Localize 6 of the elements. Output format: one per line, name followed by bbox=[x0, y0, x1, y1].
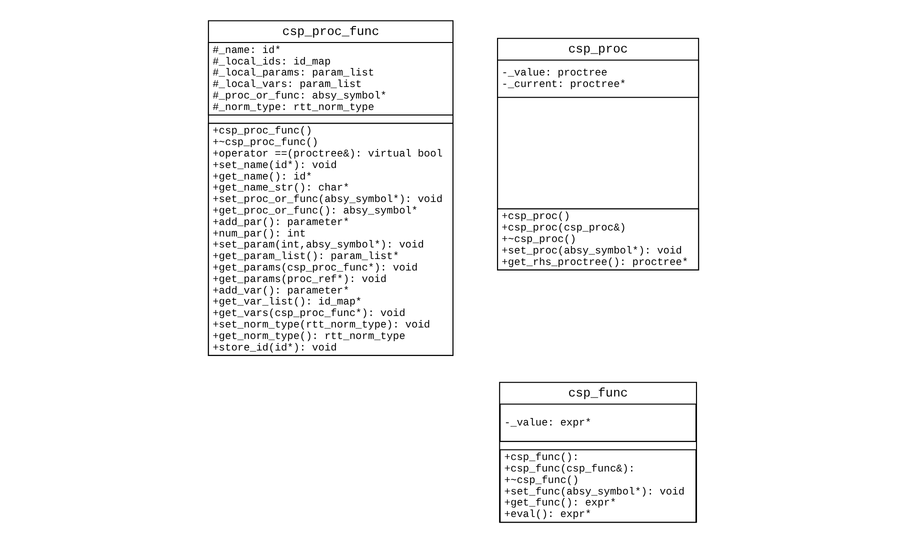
node-box: -_value: proctree -_current: proctree* bbox=[496, 60, 699, 98]
node-box: +csp_proc_func() +~csp_proc_func() +operator ==(proctree&): virtual bool +set_name(id*): void +get_name(): id* +get_name_str(): char* +set_proc_or_func(absy_symbol*): void +get_proc_or_func(): absy_symbol* +add_par(): parameter* +num_par(): int +set_param(int,absy_symbol*): void +get_param_list(): param_list* +get_params(csp_proc_func*): void +get_params(proc_ref*): void +add_var(): parameter* +get_var_list(): id_map* +get_vars(csp_proc_func*): void +set_norm_type(rtt_norm_type): void +get_norm_type(): rtt_norm_type +store_id(id*): void bbox=[207, 122, 453, 356]
node-box: +csp_func(): +csp_func(csp_func&): +~csp_func() +set_func(absy_symbol*): void +get_func(): expr* +eval(): expr* bbox=[499, 449, 696, 523]
node-box: -_value: expr* bbox=[499, 404, 696, 442]
node-box: #_name: id* #_local_ids: id_map #_local_params: param_list #_local_vars: param_list #_proc_or_func: absy_symbol* #_norm_type: rtt_norm_type bbox=[207, 42, 453, 116]
node-box: +csp_proc() +csp_proc(csp_proc&) +~csp_proc() +set_proc(absy_symbol*): void +get_rhs_proctree(): proctree* bbox=[496, 208, 699, 270]
